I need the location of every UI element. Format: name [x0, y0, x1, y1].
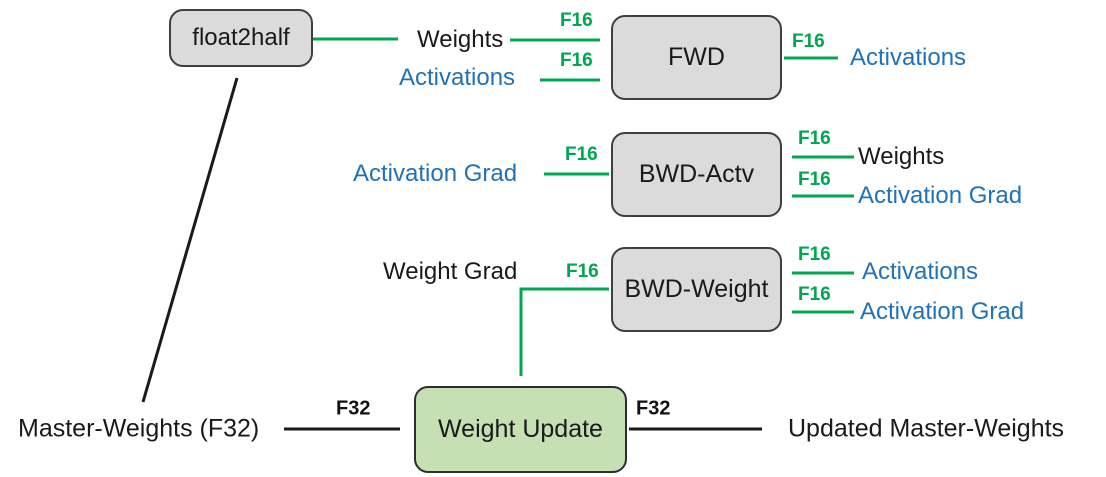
arrow-master-weights-to-float2half	[141, 77, 239, 403]
label-activations-bwdweight: Activations	[862, 258, 979, 285]
label-f16-weights-bwdactv: F16	[798, 128, 831, 149]
label-f16-activations-bwdweight: F16	[798, 244, 831, 265]
label-updated-master-weights: Updated Master-Weights	[788, 414, 1065, 443]
label-f32-in: F32	[336, 397, 371, 420]
label-f16-bwdactv-out: F16	[565, 144, 598, 165]
label-f16-activations-in: F16	[560, 50, 593, 71]
label-activation-grad-out: Activation Grad	[353, 160, 518, 187]
label-activation-grad-bwdactv: Activation Grad	[858, 182, 1023, 209]
arrow-bwdweight-to-weight-update	[519, 287, 609, 376]
label-weight-grad: Weight Grad	[383, 258, 518, 285]
node-weight-update-label: Weight Update	[438, 415, 603, 443]
label-master-weights: Master-Weights (F32)	[18, 414, 260, 443]
label-weights-top: Weights	[417, 26, 504, 53]
node-bwd-actv: BWD-Actv	[611, 132, 782, 217]
node-bwd-weight: BWD-Weight	[611, 247, 782, 332]
label-f16-actgrad-bwdweight: F16	[798, 284, 831, 305]
node-float2half: float2half	[169, 9, 313, 67]
label-activations-fwd-out: Activations	[850, 44, 967, 71]
node-bwd-weight-label: BWD-Weight	[624, 275, 769, 303]
label-f16-fwd-out: F16	[792, 31, 825, 52]
label-activations-top: Activations	[399, 64, 516, 91]
label-activation-grad-bwdweight: Activation Grad	[860, 298, 1025, 325]
node-fwd-label: FWD	[668, 43, 725, 71]
node-bwd-actv-label: BWD-Actv	[638, 160, 755, 188]
label-weights-bwdactv: Weights	[858, 143, 945, 170]
node-float2half-label: float2half	[192, 24, 290, 51]
label-f16-weights-in: F16	[560, 10, 593, 31]
label-f16-actgrad-bwdactv: F16	[798, 169, 831, 190]
label-f16-bwdweight-out: F16	[566, 261, 599, 282]
node-weight-update: Weight Update	[414, 386, 627, 473]
node-fwd: FWD	[611, 15, 782, 100]
label-f32-out: F32	[636, 397, 671, 420]
